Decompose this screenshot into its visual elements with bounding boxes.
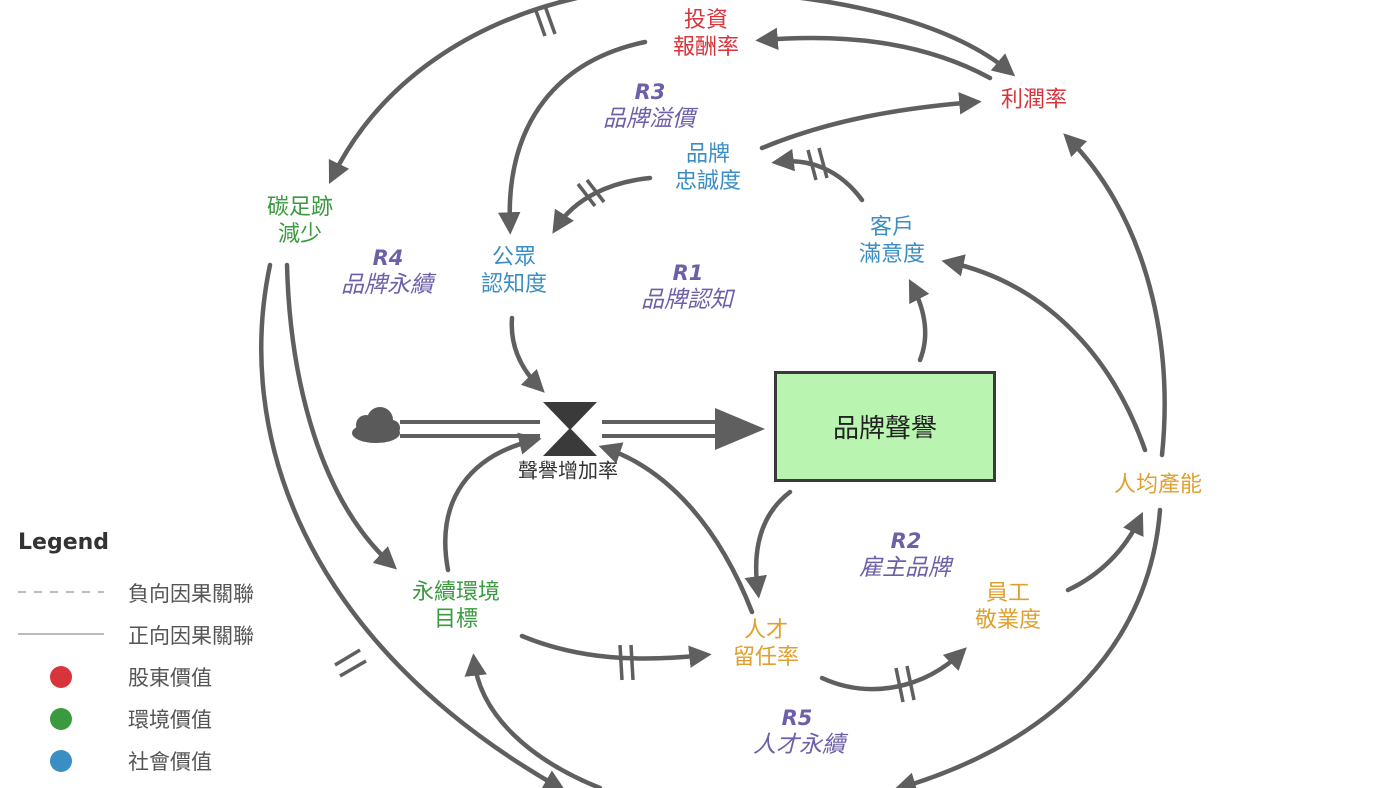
node-productivity: 人均產能 <box>1113 472 1203 498</box>
link-bottom-right-arc <box>893 507 1163 788</box>
link-sustainability-to-growth <box>443 432 542 573</box>
node-profit-rate: 利潤率 <box>1000 87 1068 113</box>
loop-r2-id: R2 <box>890 529 922 553</box>
legend-dot-environment <box>50 708 72 730</box>
legend-dot-shareholder <box>50 666 72 688</box>
loop-r1-name: 品牌認知 <box>641 287 733 313</box>
loop-r1-id: R1 <box>672 261 704 285</box>
link-investment-to-awareness <box>498 39 648 235</box>
stock-label: 品牌聲譽 <box>832 414 937 444</box>
link-productivity-to-profit <box>1063 133 1167 458</box>
link-bottom-to-sustainability <box>464 653 603 788</box>
link-sustainability-to-talent <box>519 633 712 668</box>
valve-icon <box>543 402 597 430</box>
link-top-right-arc <box>799 0 1016 77</box>
loop-r4-id: R4 <box>372 246 404 270</box>
link-carbon-to-sustainability <box>284 262 398 570</box>
link-awareness-to-growth <box>509 315 545 393</box>
legend-shareholder-label: 股東價值 <box>128 666 212 690</box>
link-carbon-outer-arc <box>259 262 566 788</box>
loop-r5-name: 人才永續 <box>753 732 845 758</box>
link-talent-to-engagement <box>819 647 967 692</box>
node-employee-engagement: 員工 敬業度 <box>974 581 1042 633</box>
legend-dot-social <box>50 750 72 772</box>
link-loyalty-to-profit <box>759 92 982 151</box>
stock-brand-reputation: 品牌聲譽 <box>774 371 996 482</box>
link-productivity-to-satisfaction <box>941 254 1148 453</box>
link-engagement-to-productivity <box>1065 511 1144 593</box>
legend-social-label: 社會價值 <box>128 750 212 774</box>
node-reputation-growth-rate: 聲譽增加率 <box>518 458 618 483</box>
loop-r4-name: 品牌永續 <box>341 272 433 298</box>
link-satisfaction-to-loyalty <box>771 148 865 203</box>
node-brand-loyalty: 品牌 忠誠度 <box>674 142 742 194</box>
link-top-to-carbon <box>328 0 579 185</box>
flow-arrowhead <box>715 408 765 450</box>
node-talent-retention: 人才 留任率 <box>732 618 800 670</box>
loop-r5-id: R5 <box>781 706 813 730</box>
loop-r3-id: R3 <box>634 80 666 104</box>
legend-title: Legend <box>18 530 110 555</box>
link-reputation-to-satisfaction <box>908 279 930 363</box>
loop-r3-name: 品牌溢價 <box>603 106 695 132</box>
node-investment-return: 投資 報酬率 <box>672 8 740 60</box>
node-sustainability-goal: 永續環境 目標 <box>411 580 501 632</box>
node-public-awareness: 公眾 認知度 <box>480 245 548 297</box>
node-carbon-reduction: 碳足跡 減少 <box>266 195 334 247</box>
link-profit-to-investment <box>755 27 993 81</box>
link-talent-to-growth <box>598 442 755 615</box>
legend-environment-label: 環境價值 <box>128 708 212 732</box>
legend-positive-label: 正向因果關聯 <box>128 624 254 648</box>
legend-negative-label: 負向因果關聯 <box>128 582 254 606</box>
loop-r2-name: 雇主品牌 <box>859 555 951 581</box>
node-customer-satisfaction: 客戶 滿意度 <box>858 215 926 267</box>
cloud-icon <box>352 407 400 443</box>
link-loyalty-to-awareness <box>552 175 653 234</box>
link-reputation-to-talent <box>744 489 793 599</box>
